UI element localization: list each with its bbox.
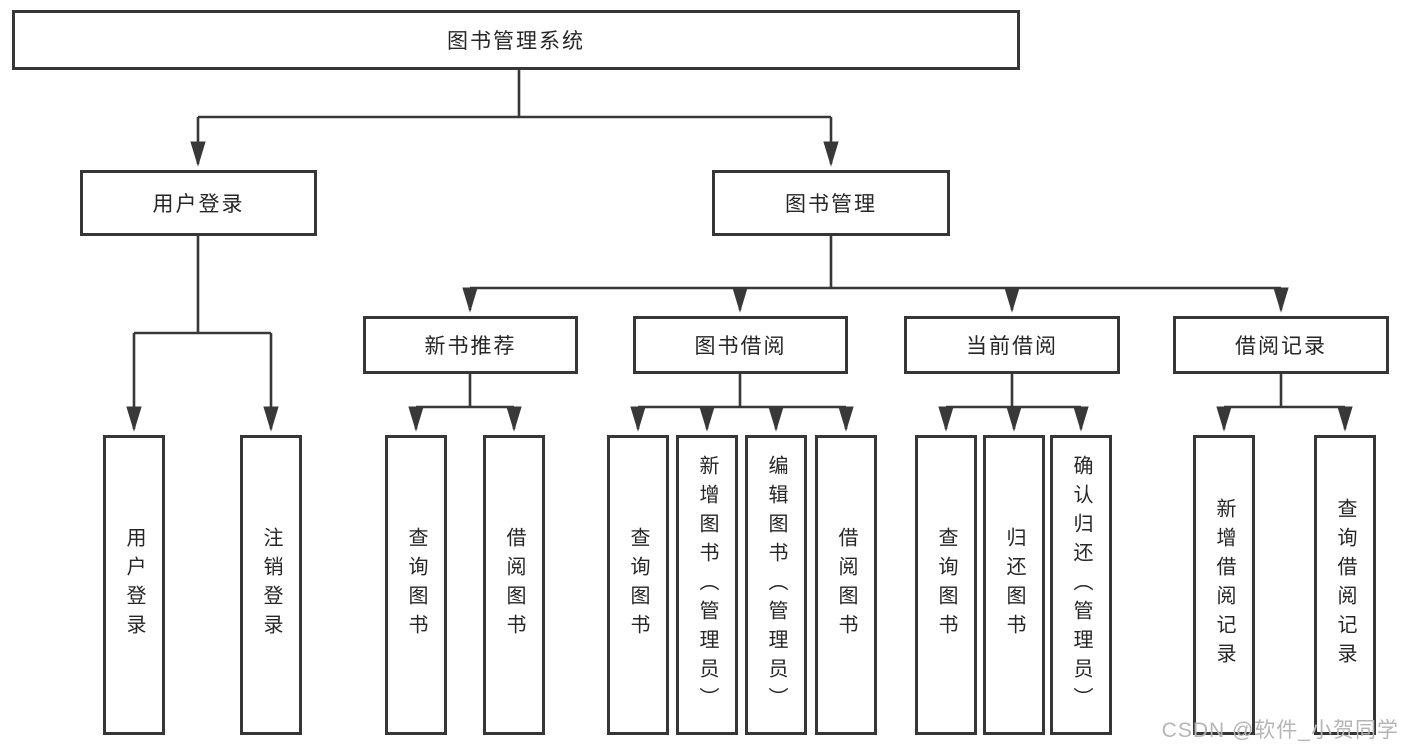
leaf-borrow-book-recommend: 借阅图书 <box>483 435 545 735</box>
node-label: 用户登录 <box>152 193 245 216</box>
leaf-label: 借阅图书 <box>835 527 857 643</box>
node-borrow-record: 借阅记录 <box>1173 316 1389 374</box>
leaf-user-login: 用户登录 <box>103 435 165 735</box>
node-book-management: 图书管理 <box>712 170 950 236</box>
csdn-watermark: CSDN @软件_小贺同学 <box>1161 719 1399 742</box>
leaf-label: 查询借阅记录 <box>1334 498 1356 672</box>
leaf-label: 新增图书（管理员） <box>696 454 718 716</box>
node-new-book-recommend: 新书推荐 <box>363 316 578 374</box>
node-system-root: 图书管理系统 <box>12 10 1020 70</box>
leaf-query-book-borrow: 查询图书 <box>607 435 669 735</box>
leaf-label: 借阅图书 <box>503 527 525 643</box>
leaf-edit-book-admin: 编辑图书（管理员） <box>745 435 807 735</box>
leaf-label: 查询图书 <box>935 527 957 643</box>
leaf-label: 新增借阅记录 <box>1213 498 1235 672</box>
node-label: 新书推荐 <box>424 335 517 358</box>
node-user-login: 用户登录 <box>80 170 317 236</box>
leaf-label: 编辑图书（管理员） <box>765 454 787 716</box>
node-label: 图书管理系统 <box>447 30 585 53</box>
leaf-logout: 注销登录 <box>240 435 302 735</box>
leaf-return-book: 归还图书 <box>983 435 1045 735</box>
leaf-query-book-recommend: 查询图书 <box>385 435 447 735</box>
leaf-confirm-return-admin: 确认归还（管理员） <box>1050 435 1112 735</box>
leaf-borrow-book: 借阅图书 <box>815 435 877 735</box>
node-book-borrow: 图书借阅 <box>633 316 848 374</box>
leaf-query-borrow-record: 查询借阅记录 <box>1314 435 1376 735</box>
leaf-label: 确认归还（管理员） <box>1070 454 1092 716</box>
node-label: 图书管理 <box>785 193 877 216</box>
node-label: 借阅记录 <box>1235 335 1327 358</box>
leaf-add-borrow-record: 新增借阅记录 <box>1193 435 1255 735</box>
leaf-label: 归还图书 <box>1003 527 1025 643</box>
leaf-label: 注销登录 <box>260 527 282 643</box>
leaf-label: 查询图书 <box>627 527 649 643</box>
leaf-label: 用户登录 <box>123 527 145 643</box>
node-label: 当前借阅 <box>966 335 1058 358</box>
leaf-add-book-admin: 新增图书（管理员） <box>676 435 738 735</box>
node-label: 图书借阅 <box>694 335 787 358</box>
leaf-query-book-current: 查询图书 <box>915 435 977 735</box>
leaf-label: 查询图书 <box>405 527 427 643</box>
node-current-borrow: 当前借阅 <box>904 316 1120 374</box>
